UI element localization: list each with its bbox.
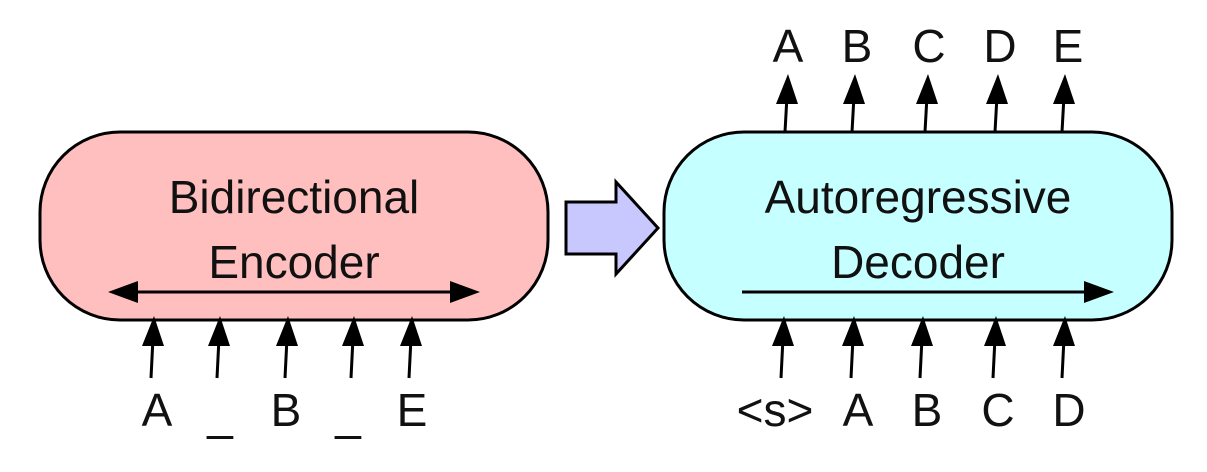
encoder-input-arrow — [276, 316, 298, 379]
encoder-input-arrows — [142, 316, 422, 379]
encoder-input-token: A — [142, 384, 173, 436]
encoder-block: Bidirectional Encoder — [38, 130, 550, 322]
encoder-title-line1: Bidirectional — [169, 171, 420, 223]
decoder-output-tokens: A B C D E — [773, 20, 1084, 72]
encoder-input-arrow — [400, 316, 422, 379]
decoder-output-token: B — [842, 20, 873, 72]
encoder-input-arrow — [208, 316, 230, 379]
decoder-output-arrow — [776, 74, 798, 133]
encoder-title-line2: Encoder — [208, 236, 379, 288]
decoder-input-arrows — [772, 316, 1075, 379]
decoder-direction-arrow — [742, 281, 1114, 303]
decoder-block: Autoregressive Decoder — [662, 130, 1174, 322]
decoder-output-arrow — [986, 74, 1008, 133]
decoder-input-token: C — [981, 384, 1014, 436]
decoder-output-token: E — [1053, 20, 1084, 72]
decoder-output-arrow — [916, 74, 938, 133]
encoder-input-token: _ — [334, 388, 362, 440]
encoder-input-arrow — [142, 316, 164, 379]
encoder-input-tokens: A _ B _ E — [142, 384, 428, 440]
decoder-output-arrows — [776, 74, 1075, 133]
decoder-input-tokens: <s> A B C D — [737, 384, 1086, 436]
encoder-input-token: E — [397, 384, 428, 436]
encoder-input-arrow — [342, 316, 364, 379]
decoder-output-arrow — [843, 74, 865, 133]
decoder-title-line1: Autoregressive — [765, 171, 1072, 223]
decoder-output-token: D — [983, 20, 1016, 72]
decoder-output-arrow — [1053, 74, 1075, 133]
decoder-input-arrow — [772, 316, 794, 379]
decoder-input-token: <s> — [737, 384, 814, 436]
connector-arrow — [564, 178, 661, 278]
encoder-box — [38, 130, 550, 322]
decoder-input-arrow — [984, 316, 1006, 379]
decoder-output-token: A — [773, 20, 804, 72]
decoder-input-token: B — [912, 384, 943, 436]
decoder-input-arrow — [842, 316, 864, 379]
decoder-output-token: C — [912, 20, 945, 72]
decoder-input-token: D — [1052, 384, 1085, 436]
encoder-bidirectional-arrow — [108, 281, 480, 303]
encoder-input-token: _ — [206, 388, 234, 440]
decoder-box — [662, 130, 1174, 322]
decoder-input-arrow — [1053, 316, 1075, 379]
decoder-input-token: A — [843, 384, 874, 436]
decoder-input-arrow — [911, 316, 933, 379]
decoder-title-line2: Decoder — [831, 236, 1005, 288]
encoder-input-token: B — [271, 384, 302, 436]
